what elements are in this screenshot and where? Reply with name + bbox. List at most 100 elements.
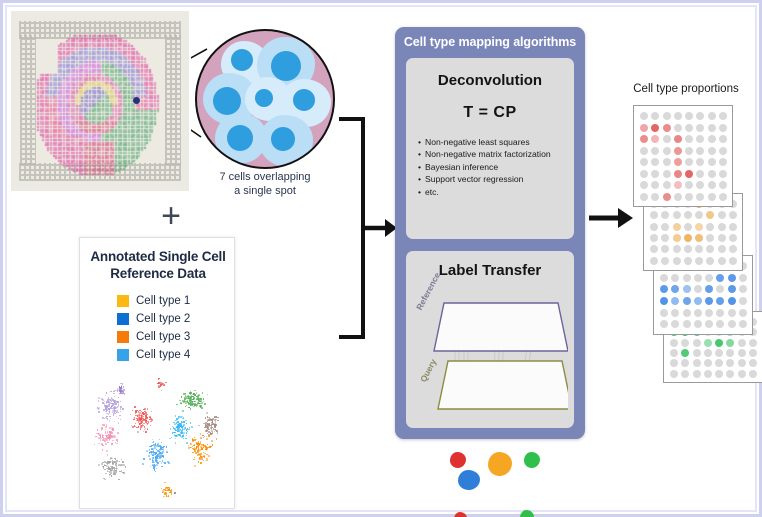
tissue-spot bbox=[37, 81, 40, 84]
tissue-spot bbox=[70, 40, 73, 43]
tissue-spot bbox=[55, 128, 58, 131]
umap-point bbox=[113, 435, 115, 437]
tissue-spot bbox=[128, 68, 131, 71]
tissue-spot bbox=[125, 97, 128, 100]
tissue-spot bbox=[107, 76, 110, 79]
umap-point bbox=[205, 422, 207, 424]
umap-point bbox=[154, 470, 157, 473]
tissue-spot bbox=[39, 110, 42, 113]
tissue-spot bbox=[83, 74, 86, 77]
tissue-spot bbox=[122, 81, 125, 84]
tissue-spot bbox=[76, 81, 79, 84]
tissue-spot bbox=[115, 110, 118, 113]
umap-point bbox=[142, 415, 144, 418]
umap-point bbox=[174, 435, 177, 437]
tissue-spot bbox=[52, 89, 55, 92]
tissue-spot bbox=[130, 149, 133, 152]
tissue-spot bbox=[50, 107, 53, 110]
tissue-spot bbox=[94, 149, 97, 152]
umap-point bbox=[99, 436, 102, 438]
tissue-spot bbox=[76, 110, 79, 113]
tissue-spot bbox=[96, 170, 99, 173]
tissue-spot bbox=[112, 107, 115, 110]
umap-point bbox=[105, 424, 108, 426]
legend-item-2[interactable]: Cell type 2 bbox=[117, 310, 190, 327]
proportion-spot bbox=[683, 222, 692, 231]
tissue-spot bbox=[107, 100, 110, 103]
tissue-spot bbox=[73, 58, 76, 61]
tissue-spot bbox=[148, 128, 151, 131]
umap-point bbox=[207, 423, 210, 425]
tissue-spot bbox=[57, 89, 60, 92]
tissue-spot bbox=[89, 118, 92, 121]
tissue-spot bbox=[68, 66, 71, 69]
tissue-spot bbox=[94, 92, 97, 95]
tissue-spot bbox=[60, 113, 63, 116]
tissue-spot bbox=[148, 89, 151, 92]
tissue-spot bbox=[112, 120, 115, 123]
umap-point bbox=[104, 432, 107, 434]
tissue-spot bbox=[42, 76, 45, 79]
label-transfer-card[interactable]: Label Transfer bbox=[406, 251, 574, 517]
tissue-spot bbox=[135, 146, 138, 149]
umap-point bbox=[189, 443, 192, 445]
tissue-spot bbox=[47, 74, 50, 77]
umap-point bbox=[162, 446, 164, 449]
tissue-spot bbox=[78, 42, 81, 45]
tissue-spot bbox=[102, 170, 105, 173]
tissue-spot bbox=[128, 71, 131, 74]
tissue-spot bbox=[99, 100, 102, 103]
tissue-spot bbox=[83, 131, 86, 134]
deconvolution-card[interactable]: Deconvolution T = CP Non-negative least … bbox=[406, 58, 574, 239]
umap-point bbox=[107, 399, 109, 401]
tissue-spot bbox=[60, 141, 63, 144]
umap-point bbox=[153, 452, 155, 454]
legend-item-3[interactable]: Cell type 3 bbox=[117, 328, 190, 345]
tissue-spot bbox=[148, 81, 151, 84]
tissue-spot bbox=[73, 61, 76, 64]
legend-item-1[interactable]: Cell type 1 bbox=[117, 292, 190, 309]
tissue-spot bbox=[148, 102, 151, 105]
cell-type-proportion-layer-red[interactable] bbox=[633, 105, 733, 207]
tissue-spot bbox=[141, 107, 144, 110]
tissue-spot bbox=[104, 92, 107, 95]
tissue-spot bbox=[94, 74, 97, 77]
tissue-spot bbox=[115, 40, 118, 43]
tissue-spot bbox=[120, 55, 123, 58]
tissue-spot bbox=[125, 126, 128, 129]
tissue-spot bbox=[83, 55, 86, 58]
tissue-spot bbox=[86, 110, 89, 113]
proportion-spot bbox=[693, 308, 702, 317]
proportion-spot bbox=[682, 320, 691, 329]
umap-point bbox=[136, 419, 139, 422]
umap-point bbox=[104, 405, 106, 407]
tissue-spot bbox=[60, 97, 63, 100]
tissue-spot bbox=[78, 76, 81, 79]
umap-point bbox=[166, 487, 168, 489]
tissue-spot bbox=[44, 79, 47, 82]
tissue-spot bbox=[141, 118, 144, 121]
umap-point bbox=[192, 451, 194, 454]
tissue-spot bbox=[135, 149, 138, 152]
tissue-spot bbox=[107, 149, 110, 152]
tissue-spot bbox=[143, 79, 146, 82]
tissue-spot bbox=[91, 139, 94, 142]
tissue-spot bbox=[70, 89, 73, 92]
tissue-spot bbox=[81, 66, 84, 69]
tissue-spot bbox=[83, 113, 86, 116]
umap-point bbox=[216, 432, 219, 434]
tissue-spot bbox=[151, 115, 154, 118]
tissue-spot bbox=[96, 128, 99, 131]
umap-point bbox=[114, 441, 117, 444]
umap-point bbox=[108, 438, 111, 440]
umap-point bbox=[188, 395, 190, 398]
tissue-spot bbox=[104, 136, 107, 139]
legend-item-4[interactable]: Cell type 4 bbox=[117, 346, 190, 363]
tissue-spot bbox=[42, 105, 45, 108]
tissue-spot bbox=[65, 97, 68, 100]
tissue-spot bbox=[63, 120, 66, 123]
tissue-spot bbox=[143, 126, 146, 129]
tissue-spot bbox=[89, 89, 92, 92]
umap-point bbox=[111, 407, 114, 410]
umap-point bbox=[111, 404, 114, 406]
